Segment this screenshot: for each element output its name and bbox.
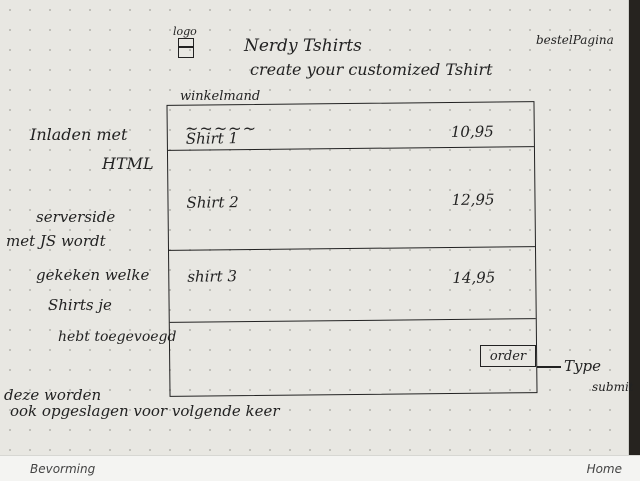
note-load-html-2: HTML [102, 154, 154, 173]
cart-title: winkelmand [180, 89, 261, 104]
note-js-1: serverside [36, 208, 116, 226]
note-js-4: Shirts je [48, 296, 112, 314]
note-type: Type [564, 357, 601, 375]
item-name: shirt 3 [187, 267, 238, 286]
item-price: 14,95 [452, 268, 496, 287]
note-load-html-1: Inladen met [30, 125, 128, 144]
note-saved-2: ook opgeslagen voor volgende keer [10, 402, 280, 420]
item-name: Shirt 2 [186, 193, 239, 212]
strip-right-text: Home [586, 462, 622, 476]
brand-tagline: create your customized Tshirt [250, 60, 493, 79]
note-js-3: gekeken welke [36, 266, 150, 284]
notebook-page: logo Nerdy Tshirts create your customize… [0, 0, 629, 466]
next-page-strip: Bevorming Home [0, 455, 640, 481]
type-submit-pointer [537, 366, 561, 368]
logo-icon[interactable] [178, 38, 194, 58]
note-js-2: met JS wordt [6, 232, 106, 250]
logo-label: logo [173, 25, 197, 38]
item-price: 10,95 [450, 122, 494, 141]
cart-row-3[interactable]: shirt 3 14,95 [168, 246, 536, 323]
cart-row-2[interactable]: Shirt 2 12,95 [167, 146, 535, 251]
page-label: bestelPagina [536, 33, 614, 47]
note-js-5: hebt toegevoegd [58, 329, 177, 345]
brand-title: Nerdy Tshirts [244, 36, 362, 56]
order-button[interactable]: order [480, 345, 536, 367]
cart-squiggle: ~~~~~ [185, 119, 258, 138]
strip-left-text: Bevorming [30, 462, 96, 476]
item-price: 12,95 [451, 190, 495, 209]
note-saved-1: deze worden [4, 386, 102, 404]
note-submit: submit [592, 380, 634, 394]
